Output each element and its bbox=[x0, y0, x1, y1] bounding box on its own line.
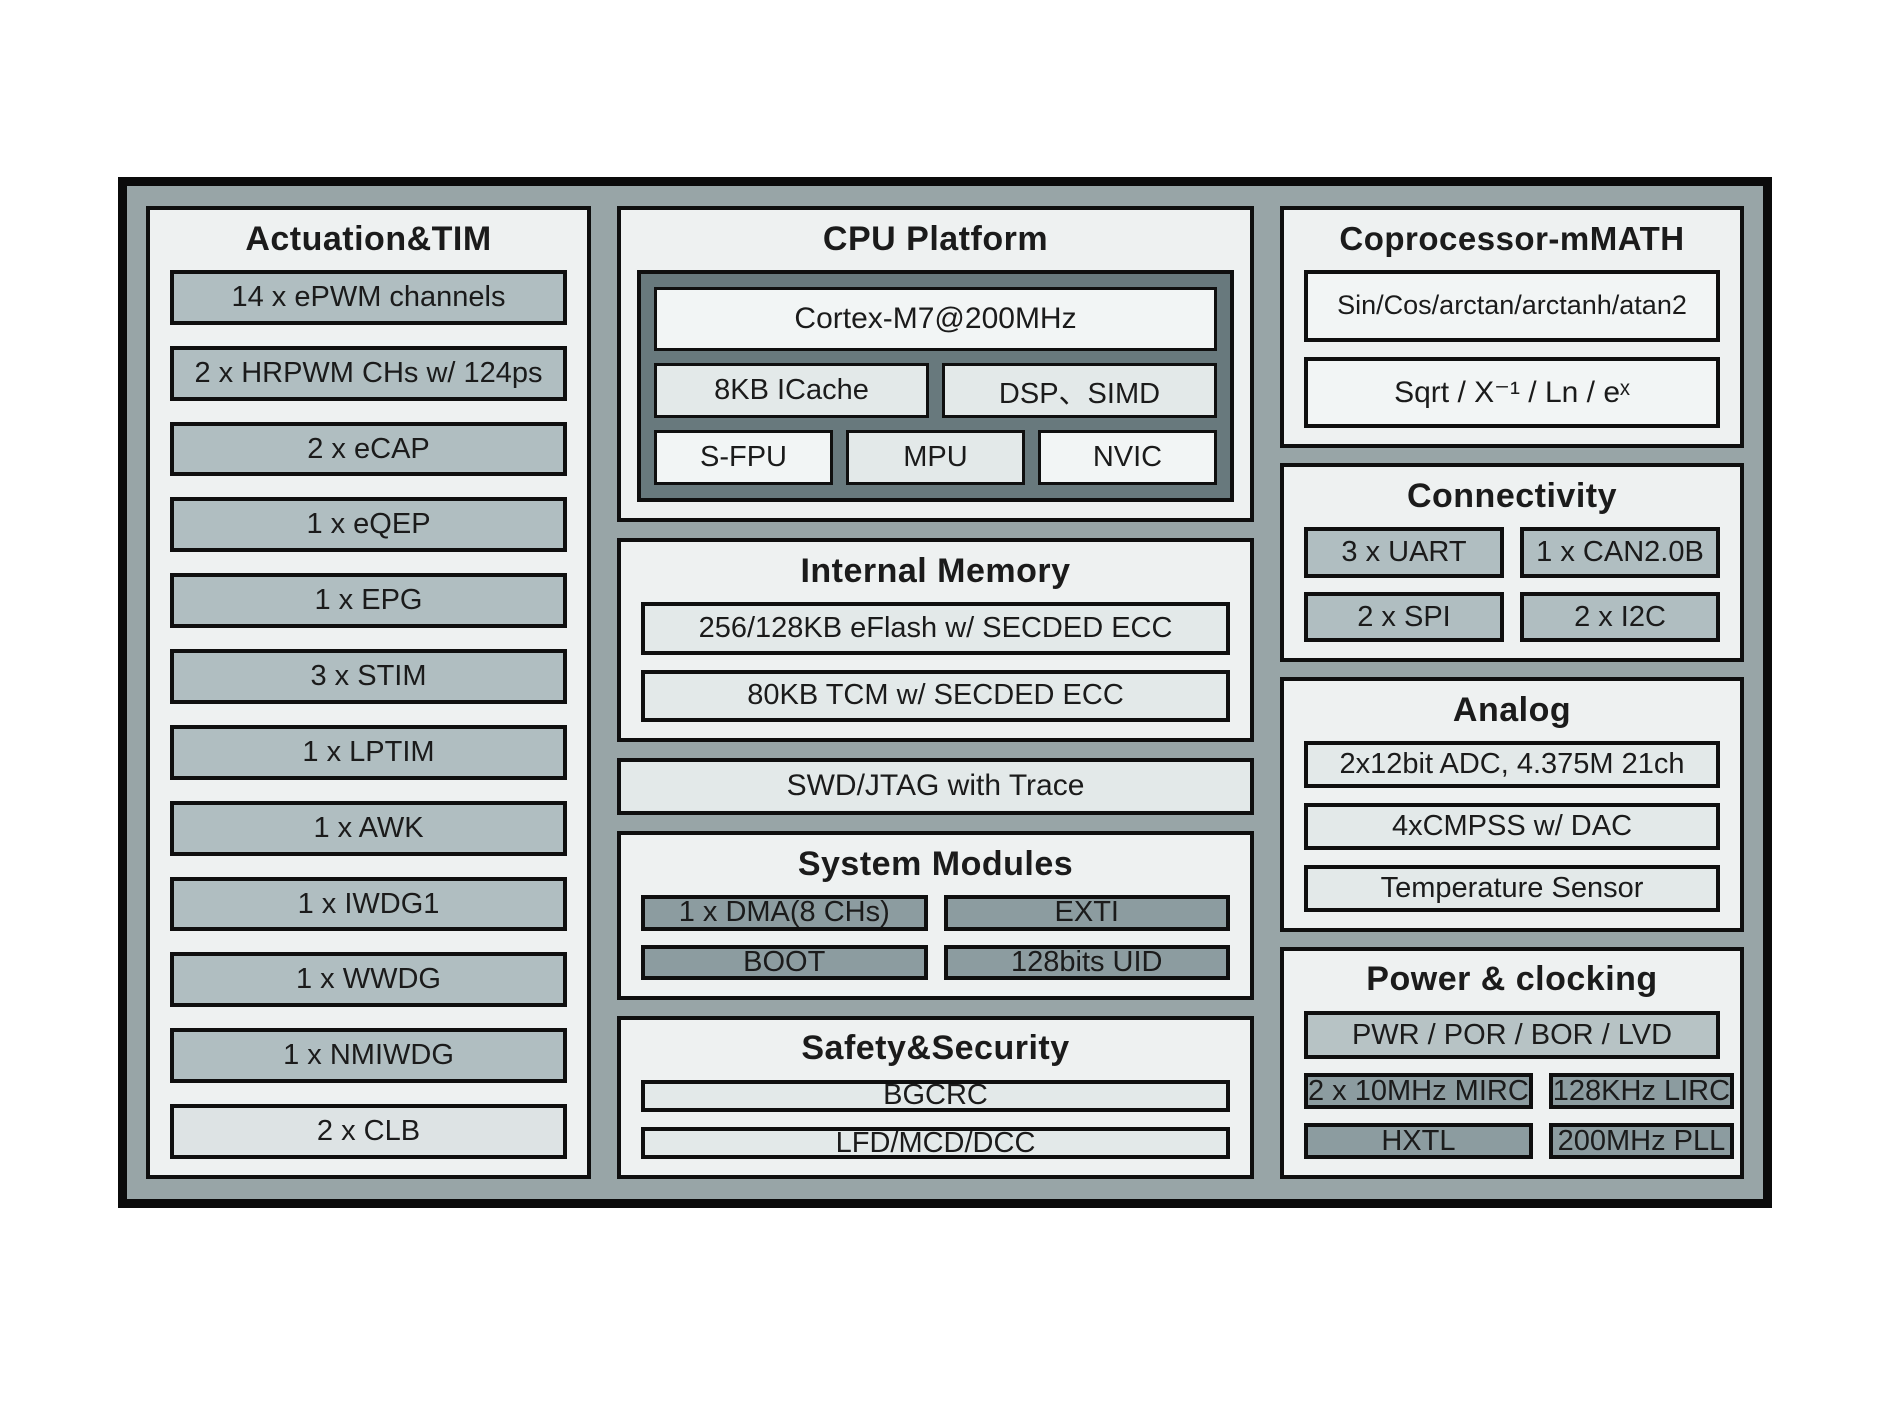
analog-blocks: 2x12bit ADC, 4.375M 21ch 4xCMPSS w/ DAC … bbox=[1304, 741, 1720, 912]
block-pll: 200MHz PLL bbox=[1548, 1123, 1735, 1159]
power-clocking-panel: Power & clocking PWR / POR / BOR / LVD 2… bbox=[1280, 946, 1744, 1179]
block-can: 1 x CAN2.0B bbox=[1520, 527, 1720, 578]
block-math-functions: Sqrt / X⁻¹ / Ln / eˣ bbox=[1304, 356, 1720, 429]
block-exti: EXTI bbox=[943, 895, 1230, 931]
power-clocking-blocks: 2 x 10MHz MIRC 128KHz LIRC HXTL 200MHz P… bbox=[1304, 1073, 1735, 1159]
block-hrpwm: 2 x HRPWM CHs w/ 124ps bbox=[170, 345, 567, 401]
block-mirc: 2 x 10MHz MIRC bbox=[1304, 1073, 1533, 1110]
block-cmpss: 4xCMPSS w/ DAC bbox=[1304, 803, 1720, 850]
safety-security-title: Safety&Security bbox=[801, 1029, 1070, 1068]
block-iwdg1: 1 x IWDG1 bbox=[170, 876, 567, 932]
block-nvic: NVIC bbox=[1038, 430, 1217, 486]
safety-security-panel: Safety&Security BGCRC LFD/MCD/DCC bbox=[617, 1015, 1254, 1180]
power-clocking-title: Power & clocking bbox=[1366, 960, 1658, 999]
block-boot: BOOT bbox=[641, 944, 928, 980]
cpu-platform-title: CPU Platform bbox=[822, 219, 1049, 258]
block-spi: 2 x SPI bbox=[1304, 591, 1504, 643]
block-bgcrc: BGCRC bbox=[641, 1079, 1230, 1112]
internal-memory-panel: Internal Memory 256/128KB eFlash w/ SECD… bbox=[617, 538, 1254, 742]
connectivity-blocks: 3 x UART 1 x CAN2.0B 2 x SPI 2 x I2C bbox=[1304, 527, 1720, 643]
cpu-core-cluster: Cortex-M7@200MHz 8KB ICache DSP、SIMD S-F… bbox=[637, 270, 1234, 503]
cpu-row-units: S-FPU MPU NVIC bbox=[654, 430, 1217, 486]
right-column: Coprocessor-mMATH Sin/Cos/arctan/arctanh… bbox=[1280, 206, 1744, 1179]
block-lirc: 128KHz LIRC bbox=[1548, 1073, 1735, 1110]
internal-memory-blocks: 256/128KB eFlash w/ SECDED ECC 80KB TCM … bbox=[641, 602, 1230, 722]
block-dsp-simd: DSP、SIMD bbox=[942, 362, 1217, 419]
connectivity-title: Connectivity bbox=[1406, 476, 1618, 515]
system-modules-panel: System Modules 1 x DMA(8 CHs) EXTI BOOT … bbox=[617, 831, 1254, 1000]
cpu-platform-panel: CPU Platform Cortex-M7@200MHz 8KB ICache… bbox=[617, 206, 1254, 523]
middle-column: CPU Platform Cortex-M7@200MHz 8KB ICache… bbox=[617, 206, 1254, 1180]
block-lfd: LFD/MCD/DCC bbox=[641, 1127, 1230, 1160]
block-eqep: 1 x eQEP bbox=[170, 497, 567, 553]
coprocessor-panel: Coprocessor-mMATH Sin/Cos/arctan/arctanh… bbox=[1280, 206, 1744, 449]
block-mpu: MPU bbox=[846, 430, 1025, 486]
coprocessor-title: Coprocessor-mMATH bbox=[1339, 220, 1685, 257]
block-nmiwdg: 1 x NMIWDG bbox=[170, 1028, 567, 1084]
block-swd-jtag: SWD/JTAG with Trace bbox=[617, 757, 1254, 816]
cpu-row-cache: 8KB ICache DSP、SIMD bbox=[654, 362, 1217, 419]
block-ecap: 2 x eCAP bbox=[170, 421, 567, 477]
safety-security-blocks: BGCRC LFD/MCD/DCC bbox=[641, 1079, 1230, 1160]
block-lptim: 1 x LPTIM bbox=[170, 724, 567, 780]
block-dma: 1 x DMA(8 CHs) bbox=[641, 895, 928, 931]
actuation-tim-blocks: 14 x ePWM channels 2 x HRPWM CHs w/ 124p… bbox=[170, 270, 567, 1159]
block-temp-sensor: Temperature Sensor bbox=[1304, 864, 1720, 912]
left-column: Actuation&TIM 14 x ePWM channels 2 x HRP… bbox=[146, 206, 591, 1179]
block-sfpu: S-FPU bbox=[654, 430, 833, 486]
block-wwdg: 1 x WWDG bbox=[170, 952, 567, 1008]
block-icache: 8KB ICache bbox=[654, 362, 929, 419]
system-modules-blocks: 1 x DMA(8 CHs) EXTI BOOT 128bits UID bbox=[641, 895, 1230, 980]
block-epg: 1 x EPG bbox=[170, 573, 567, 629]
block-trig-functions: Sin/Cos/arctan/arctanh/atan2 bbox=[1304, 270, 1720, 342]
coprocessor-blocks: Sin/Cos/arctan/arctanh/atan2 Sqrt / X⁻¹ … bbox=[1304, 270, 1720, 429]
internal-memory-title: Internal Memory bbox=[800, 551, 1071, 590]
block-hxtl: HXTL bbox=[1304, 1123, 1533, 1159]
analog-panel: Analog 2x12bit ADC, 4.375M 21ch 4xCMPSS … bbox=[1280, 677, 1744, 932]
analog-title: Analog bbox=[1452, 690, 1572, 729]
actuation-tim-panel: Actuation&TIM 14 x ePWM channels 2 x HRP… bbox=[146, 206, 591, 1179]
block-epwm: 14 x ePWM channels bbox=[170, 270, 567, 325]
block-pwr-por-bor-lvd: PWR / POR / BOR / LVD bbox=[1304, 1010, 1720, 1060]
block-eflash: 256/128KB eFlash w/ SECDED ECC bbox=[641, 602, 1230, 655]
block-clb: 2 x CLB bbox=[170, 1104, 567, 1159]
block-uid: 128bits UID bbox=[943, 944, 1230, 980]
block-stim: 3 x STIM bbox=[170, 649, 567, 704]
chip-outline: Actuation&TIM 14 x ePWM channels 2 x HRP… bbox=[118, 177, 1772, 1208]
block-i2c: 2 x I2C bbox=[1520, 591, 1720, 643]
block-cortex-m7: Cortex-M7@200MHz bbox=[654, 287, 1217, 351]
connectivity-panel: Connectivity 3 x UART 1 x CAN2.0B 2 x SP… bbox=[1280, 463, 1744, 663]
actuation-tim-title: Actuation&TIM bbox=[245, 219, 492, 258]
block-tcm: 80KB TCM w/ SECDED ECC bbox=[641, 669, 1230, 722]
block-awk: 1 x AWK bbox=[170, 800, 567, 856]
block-uart: 3 x UART bbox=[1304, 527, 1504, 578]
system-modules-title: System Modules bbox=[797, 844, 1074, 883]
block-adc: 2x12bit ADC, 4.375M 21ch bbox=[1304, 741, 1720, 789]
